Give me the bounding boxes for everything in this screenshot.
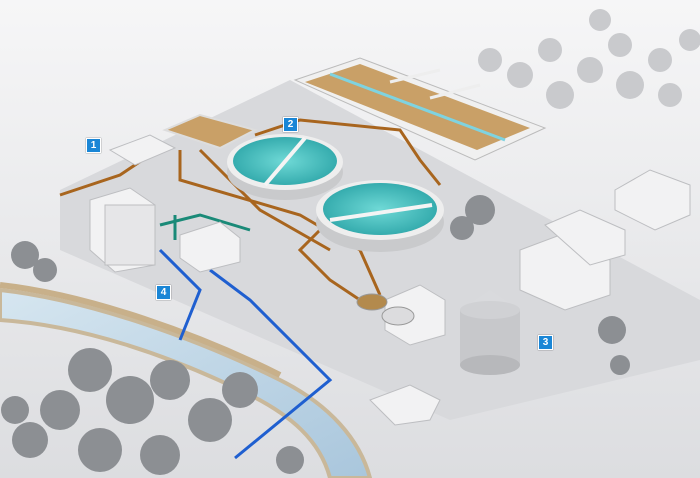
buildings: [89, 134, 691, 426]
marker-2[interactable]: 2: [283, 117, 298, 132]
outflow-pipes: [158, 248, 333, 460]
thickeners: [356, 293, 415, 326]
marker-3[interactable]: 3: [538, 335, 553, 350]
trees: [1, 9, 700, 475]
clarifier-tank-2: [316, 180, 444, 252]
river-bank: [0, 282, 282, 378]
river: [0, 287, 373, 478]
pre-basin: [162, 113, 258, 150]
return-pipes: [159, 213, 251, 240]
digester-silo: [460, 290, 520, 375]
marker-4[interactable]: 4: [156, 285, 171, 300]
marker-1[interactable]: 1: [86, 138, 101, 153]
clarifier-tank-1: [227, 134, 343, 200]
